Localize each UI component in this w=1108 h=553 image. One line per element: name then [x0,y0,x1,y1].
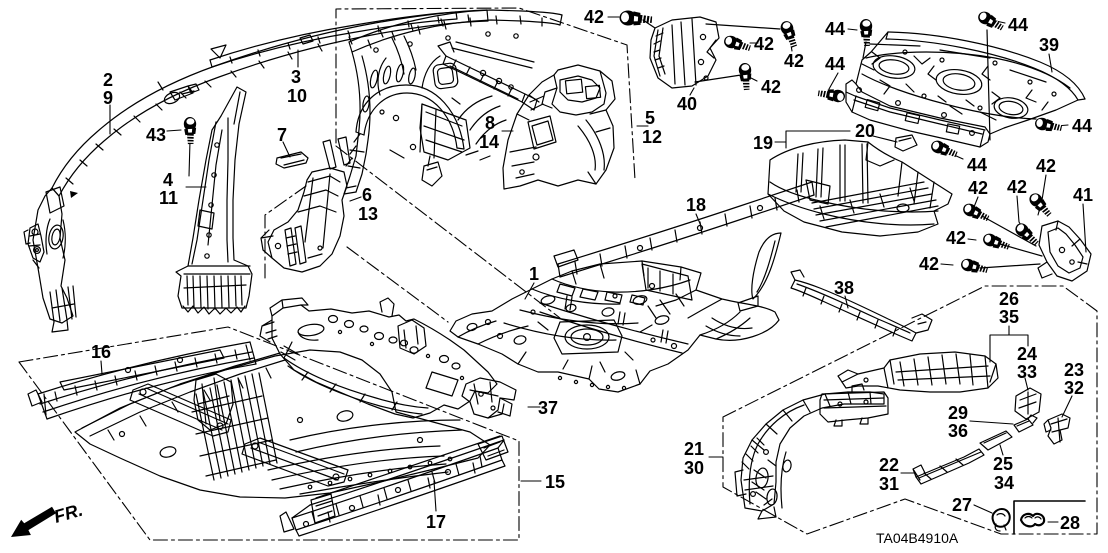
svg-text:42: 42 [1007,177,1027,197]
svg-text:32: 32 [1064,378,1084,398]
svg-text:7: 7 [277,125,287,145]
svg-text:15: 15 [545,472,565,492]
svg-text:42: 42 [919,254,939,274]
svg-text:29: 29 [948,403,968,423]
svg-text:42: 42 [761,77,781,97]
svg-text:42: 42 [1036,156,1056,176]
svg-text:TA04B4910A: TA04B4910A [876,530,959,546]
svg-text:42: 42 [968,178,988,198]
svg-text:11: 11 [159,188,178,208]
svg-text:41: 41 [1073,185,1093,205]
svg-text:42: 42 [584,7,604,27]
svg-text:13: 13 [358,204,378,224]
svg-text:38: 38 [834,278,854,298]
svg-text:24: 24 [1017,344,1037,364]
svg-text:44: 44 [825,54,845,74]
svg-text:30: 30 [684,458,704,478]
svg-text:28: 28 [1060,513,1080,533]
svg-text:35: 35 [999,307,1019,327]
svg-text:22: 22 [879,455,899,475]
svg-text:44: 44 [1008,15,1028,35]
svg-text:5: 5 [645,108,655,128]
svg-text:33: 33 [1017,362,1037,382]
svg-text:10: 10 [287,86,307,106]
svg-text:37: 37 [538,398,558,418]
svg-text:6: 6 [362,185,372,205]
svg-text:23: 23 [1064,360,1084,380]
svg-text:8: 8 [485,113,495,133]
svg-text:21: 21 [684,439,704,459]
svg-text:1: 1 [529,264,539,284]
svg-text:18: 18 [686,195,706,215]
svg-text:14: 14 [479,132,499,152]
svg-text:44: 44 [967,155,987,175]
svg-text:42: 42 [946,228,966,248]
svg-text:25: 25 [993,454,1013,474]
svg-text:FR.: FR. [52,500,85,527]
svg-text:20: 20 [855,121,875,141]
svg-text:2: 2 [103,70,113,90]
svg-text:40: 40 [677,94,697,114]
svg-text:16: 16 [91,342,111,362]
svg-text:43: 43 [146,125,166,145]
svg-text:19: 19 [753,133,773,153]
svg-text:9: 9 [103,88,113,108]
svg-text:31: 31 [879,474,899,494]
svg-text:39: 39 [1039,35,1059,55]
svg-text:36: 36 [948,421,968,441]
svg-text:17: 17 [426,512,446,532]
svg-text:4: 4 [163,170,173,190]
svg-text:34: 34 [994,473,1014,493]
svg-text:44: 44 [825,19,845,39]
svg-text:42: 42 [784,51,804,71]
svg-text:27: 27 [952,495,972,515]
svg-text:26: 26 [999,289,1019,309]
svg-text:44: 44 [1072,116,1092,136]
svg-text:42: 42 [754,34,774,54]
svg-text:12: 12 [642,127,662,147]
svg-text:3: 3 [291,67,301,87]
